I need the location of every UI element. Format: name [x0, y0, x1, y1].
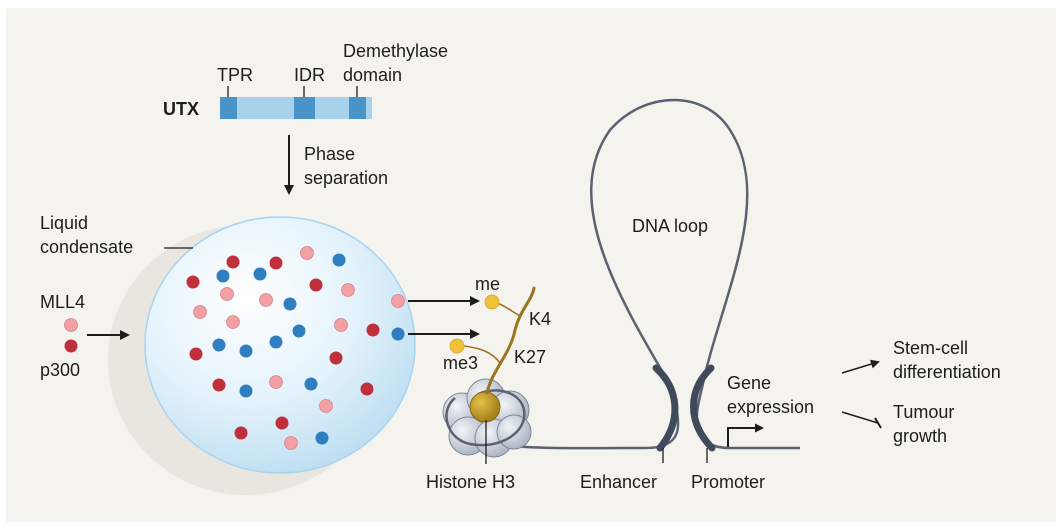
utx-dot: [315, 431, 329, 445]
tpr-label: TPR: [217, 65, 253, 85]
idr-label: IDR: [294, 65, 325, 85]
mll4-dot: [226, 315, 240, 329]
mll4-legend-dot: [64, 318, 78, 332]
transcription-start-arrow: [727, 423, 764, 447]
methyl-group-k4: [484, 294, 500, 310]
tpr-domain: [220, 97, 237, 119]
mll4-dot: [220, 287, 234, 301]
stem-cell-line1: Stem-cell: [893, 338, 968, 358]
tumour-line1: Tumour: [893, 402, 954, 422]
p300-label: p300: [40, 360, 80, 380]
p300-dot: [212, 378, 226, 392]
promoter-label: Promoter: [691, 472, 765, 492]
enhancer-label: Enhancer: [580, 472, 657, 492]
condensate-label-line2: condensate: [40, 237, 133, 257]
p300-dot: [329, 351, 343, 365]
enhancer-anchor: [652, 364, 679, 452]
utx-dot-exiting: [391, 327, 405, 341]
mll4-dot: [300, 246, 314, 260]
idr-domain: [294, 97, 315, 119]
phase-separation-line2: separation: [304, 168, 388, 188]
me3-label: me3: [443, 353, 478, 373]
p300-dot: [186, 275, 200, 289]
utx-dot: [304, 377, 318, 391]
condensate-label-line1: Liquid: [40, 213, 88, 233]
mll4-dot: [193, 305, 207, 319]
p300-dot: [366, 323, 380, 337]
p300-dot: [309, 278, 323, 292]
demethylase-label-line1: Demethylase: [343, 41, 448, 61]
mll4-dot-exiting: [391, 294, 405, 308]
utx-dot: [239, 384, 253, 398]
utx-dot: [269, 335, 283, 349]
utx-dot: [283, 297, 297, 311]
mll4-dot: [269, 375, 283, 389]
input-legend: MLL4 p300: [40, 292, 130, 380]
tumour-inhibition-bar: [874, 417, 882, 429]
utx-dot: [332, 253, 346, 267]
gene-expression-line2: expression: [727, 397, 814, 417]
mll4-label: MLL4: [40, 292, 85, 312]
phase-separation-line1: Phase: [304, 144, 355, 164]
histone-core: [496, 414, 532, 450]
utx-dot: [292, 324, 306, 338]
promoter-anchor: [690, 364, 716, 452]
p300-dot: [269, 256, 283, 270]
stem-cell-arrow: [841, 359, 880, 374]
mll4-dot: [259, 293, 273, 307]
p300-dot: [234, 426, 248, 440]
histone-h3-label: Histone H3: [426, 472, 515, 492]
k27-side-chain: [463, 345, 501, 364]
demethylase-domain: [349, 97, 366, 119]
gene-expression-line1: Gene: [727, 373, 771, 393]
histone-tail: [485, 286, 536, 395]
liquid-condensate: Liquid condensate: [40, 213, 416, 495]
utx-dot: [253, 267, 267, 281]
histone-h3: [469, 391, 501, 423]
p300-legend-dot: [64, 339, 78, 353]
mll4-dot: [319, 399, 333, 413]
p300-dot: [226, 255, 240, 269]
nucleosome: [442, 286, 536, 464]
tumour-inhibition-line: [841, 411, 879, 424]
k4-label: K4: [529, 309, 551, 329]
dna-wrap: [445, 389, 526, 447]
utx-dot: [216, 269, 230, 283]
dna-strand: [454, 98, 800, 450]
stem-cell-line2: differentiation: [893, 362, 1001, 382]
utx-protein: UTX TPR IDR Demethylase domain: [163, 41, 448, 119]
utx-dot: [239, 344, 253, 358]
tumour-line2: growth: [893, 426, 947, 446]
mll4-dot: [284, 436, 298, 450]
utx-dot: [212, 338, 226, 352]
dna-loop-label: DNA loop: [632, 216, 708, 236]
k27-label: K27: [514, 347, 546, 367]
trimethyl-group-k27: [449, 338, 465, 354]
mll4-dot: [334, 318, 348, 332]
utx-label: UTX: [163, 99, 199, 119]
demethylase-label-line2: domain: [343, 65, 402, 85]
p300-dot: [189, 347, 203, 361]
mll4-dot: [341, 283, 355, 297]
p300-dot: [275, 416, 289, 430]
p300-dot: [360, 382, 374, 396]
me-label: me: [475, 274, 500, 294]
